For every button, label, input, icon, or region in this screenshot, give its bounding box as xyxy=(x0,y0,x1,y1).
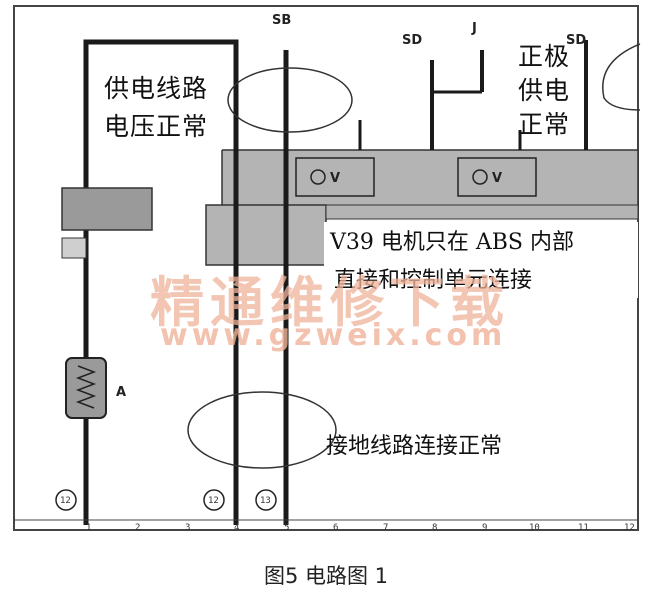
positive-supply-note-2: 供电 xyxy=(518,76,571,105)
connector-block xyxy=(61,237,87,259)
ground-marker-1-label: 12 xyxy=(60,496,71,506)
scale-tick-3: 3 xyxy=(185,523,190,533)
control-unit-strip xyxy=(325,204,639,220)
scale-tick-5: 5 xyxy=(284,523,289,533)
watermark-text: 精通维修下载 xyxy=(150,271,510,334)
ground-marker-3 xyxy=(255,489,277,511)
ground-note: 接地线路连接正常 xyxy=(326,434,503,459)
supply-label-bg xyxy=(100,70,222,150)
ground-marker-1 xyxy=(55,489,77,511)
connector-plug xyxy=(61,187,153,231)
motor-symbol-1 xyxy=(310,169,326,185)
ground-marker-2-label: 12 xyxy=(208,496,219,506)
scale-tick-1: 1 xyxy=(86,523,91,533)
scale-tick-7: 7 xyxy=(383,523,388,533)
sd-label-2: SD xyxy=(566,33,586,48)
bottom-scale: 1 2 3 4 5 6 7 8 9 10 11 12 xyxy=(86,523,635,533)
scale-tick-6: 6 xyxy=(333,523,338,533)
component-a-coil xyxy=(75,365,97,409)
ground-oval xyxy=(187,391,337,469)
internal-box-1 xyxy=(295,157,375,197)
positive-supply-note-3: 正常 xyxy=(518,110,571,139)
diagram-frame xyxy=(13,5,639,531)
figure-caption: 图5 电路图 1 xyxy=(263,564,389,588)
internal-box-2 xyxy=(457,157,537,197)
supply-oval xyxy=(227,67,353,133)
v39-note-line1: V39 电机只在 ABS 内部 xyxy=(330,230,574,255)
scale-tick-9: 9 xyxy=(482,523,487,533)
scale-tick-2: 2 xyxy=(135,523,140,533)
positive-supply-note-1: 正极 xyxy=(518,42,571,71)
scale-tick-8: 8 xyxy=(432,523,437,533)
ground-marker-2 xyxy=(203,489,225,511)
supply-voltage-note-line2: 电压正常 xyxy=(104,112,209,141)
scale-tick-12: 12 xyxy=(624,523,635,533)
right-oval-arc xyxy=(602,43,641,111)
j-label: J xyxy=(471,21,477,36)
v39-note-line2: 直接和控制单元连接 xyxy=(334,268,533,293)
v39-note-bg xyxy=(324,222,638,298)
watermark-url: www.gzweix.com xyxy=(160,318,507,353)
ground-marker-3-label: 13 xyxy=(260,496,271,506)
scale-tick-10: 10 xyxy=(529,523,540,533)
scale-tick-4: 4 xyxy=(234,523,239,533)
component-a xyxy=(65,357,107,419)
scale-tick-11: 11 xyxy=(578,523,589,533)
supply-voltage-note-line1: 供电线路 xyxy=(104,74,209,103)
sd-label-1: SD xyxy=(402,33,422,48)
control-unit-lower xyxy=(205,204,327,266)
motor-label-1: V xyxy=(330,171,340,186)
component-a-label: A xyxy=(116,385,126,400)
motor-symbol-2 xyxy=(472,169,488,185)
sb-label: SB xyxy=(272,13,291,28)
wire-left-supply xyxy=(83,39,239,525)
motor-label-2: V xyxy=(492,171,502,186)
